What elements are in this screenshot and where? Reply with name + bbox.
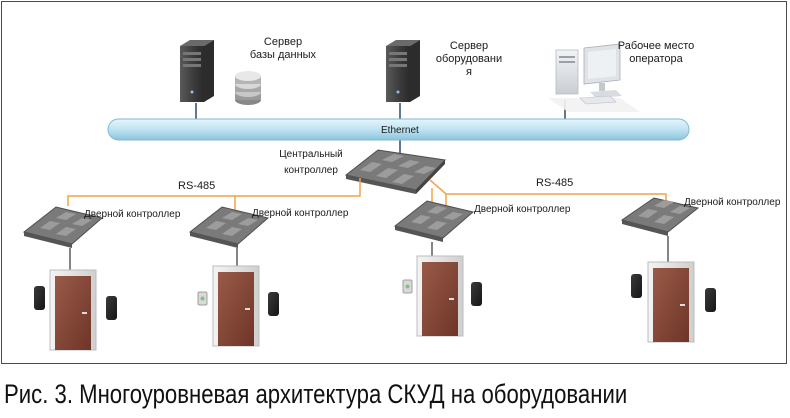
door-controller-1-label: Дверной контроллер bbox=[84, 209, 181, 220]
door-controller-1-icon bbox=[22, 206, 104, 248]
central-controller-label-line2: контроллер bbox=[284, 165, 338, 176]
door-controller-3-icon bbox=[393, 200, 475, 242]
figure-caption: Рис. 3. Многоуровневая архитектура СКУД … bbox=[4, 379, 628, 409]
rs485-left-label: RS-485 bbox=[178, 180, 216, 192]
door-3-icon bbox=[416, 255, 464, 337]
card-reader-1a-icon bbox=[34, 286, 45, 310]
door-controller-2-label: Дверной контроллер bbox=[252, 208, 349, 219]
door-controller-4-label: Дверной контроллер bbox=[684, 197, 781, 208]
door-controller-3-label: Дверной контроллер bbox=[474, 204, 571, 215]
db-server-label: Сервер базы данных bbox=[238, 36, 328, 62]
card-reader-1b-icon bbox=[106, 296, 117, 320]
card-reader-3-icon bbox=[471, 282, 482, 306]
central-controller-label-line1: Центральный bbox=[279, 149, 343, 160]
hw-server-label-line3: я bbox=[466, 66, 472, 78]
hardware-server-icon bbox=[386, 40, 420, 102]
hw-server-label-line2: оборудовани bbox=[435, 53, 503, 65]
exit-button-3-icon bbox=[402, 279, 413, 294]
hw-server-label-line1: Сервер bbox=[449, 40, 489, 52]
database-server-icon bbox=[180, 40, 214, 102]
card-reader-4b-icon bbox=[705, 288, 716, 312]
central-controller-label: Центральный контроллер bbox=[274, 148, 348, 177]
database-cylinder-icon bbox=[235, 71, 261, 105]
door-4-icon bbox=[647, 261, 695, 343]
ethernet-bus bbox=[107, 118, 690, 141]
hw-server-label: Сервер оборудовани я bbox=[426, 40, 512, 79]
card-reader-4a-icon bbox=[631, 274, 642, 298]
door-1-icon bbox=[49, 269, 97, 351]
workstation-label-line2: оператора bbox=[629, 53, 683, 65]
workstation-label: Рабочее место оператора bbox=[608, 40, 704, 66]
door-controller-2-icon bbox=[188, 206, 270, 248]
door-2-icon bbox=[212, 265, 260, 347]
db-server-label-line1: Сервер bbox=[263, 36, 303, 48]
ethernet-label: Ethernet bbox=[381, 125, 419, 136]
exit-button-2-icon bbox=[197, 291, 208, 306]
rs485-right-label: RS-485 bbox=[536, 177, 574, 189]
card-reader-2-icon bbox=[268, 292, 279, 316]
operator-workstation-icon bbox=[548, 43, 640, 112]
central-controller-icon bbox=[344, 149, 447, 194]
db-server-label-line2: базы данных bbox=[249, 49, 317, 61]
workstation-label-line1: Рабочее место bbox=[617, 40, 695, 52]
door-controller-4-icon bbox=[620, 197, 700, 236]
